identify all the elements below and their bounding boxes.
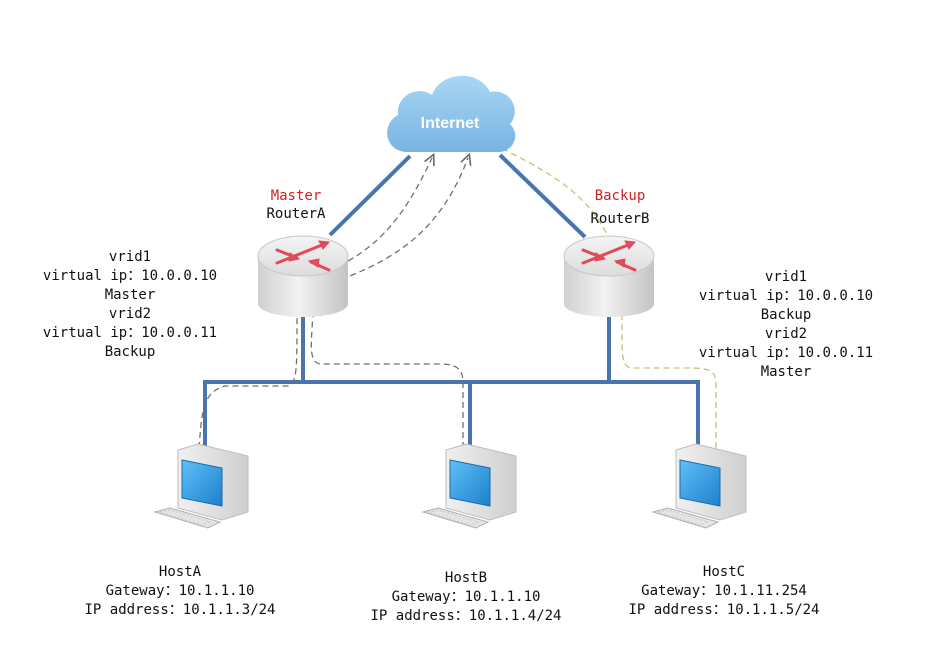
link-routerB-internet <box>498 153 587 239</box>
routerB-vrid1-state: Backup <box>760 307 812 323</box>
hostA-computer-icon <box>153 443 249 529</box>
routerA-vrid2-state: Backup <box>104 344 156 360</box>
routerB-vrid1: vrid1 <box>764 269 808 285</box>
hostB-gateway: Gateway：10.1.1.10 <box>391 589 541 605</box>
routerB-vrid2: vrid2 <box>764 326 808 342</box>
routerB-vrid2-state: Master <box>760 364 812 380</box>
routerA-vrid2: vrid2 <box>108 306 152 322</box>
routerA-icon <box>257 235 349 317</box>
routerA-role: Master <box>270 188 322 204</box>
hostA-ip: IP address：10.1.1.3/24 <box>84 602 276 618</box>
internet-cloud-icon: Internet <box>387 75 516 153</box>
hostB-computer-icon <box>421 443 517 529</box>
routerA-vrid1-vip: virtual ip：10.0.0.10 <box>42 268 218 284</box>
routerA-vrid1-state: Master <box>104 287 156 303</box>
hostA-gateway: Gateway：10.1.1.10 <box>105 583 255 599</box>
hostA-name: HostA <box>158 564 202 580</box>
routerA-name: RouterA <box>266 206 326 222</box>
routerB-name: RouterB <box>590 211 650 227</box>
hostB-ip: IP address：10.1.1.4/24 <box>370 608 562 624</box>
traffic-path-hostC <box>504 149 717 448</box>
hostC-gateway: Gateway：10.1.11.254 <box>641 583 807 599</box>
routerB-icon <box>563 235 655 317</box>
hostC-name: HostC <box>702 564 746 580</box>
routerB-role: Backup <box>594 188 646 204</box>
hostB-name: HostB <box>444 570 488 586</box>
link-routerA-internet <box>328 154 412 237</box>
lan-bus <box>203 315 700 460</box>
routerB-vrid2-vip: virtual ip：10.0.0.11 <box>698 345 874 361</box>
routerB-vrid1-vip: virtual ip：10.0.0.10 <box>698 288 874 304</box>
hostC-ip: IP address：10.1.1.5/24 <box>628 602 820 618</box>
routerA-vrid1: vrid1 <box>108 249 152 265</box>
routerA-vrid2-vip: virtual ip：10.0.0.11 <box>42 325 218 341</box>
hostC-computer-icon <box>651 443 747 529</box>
internet-label: Internet <box>421 115 480 132</box>
